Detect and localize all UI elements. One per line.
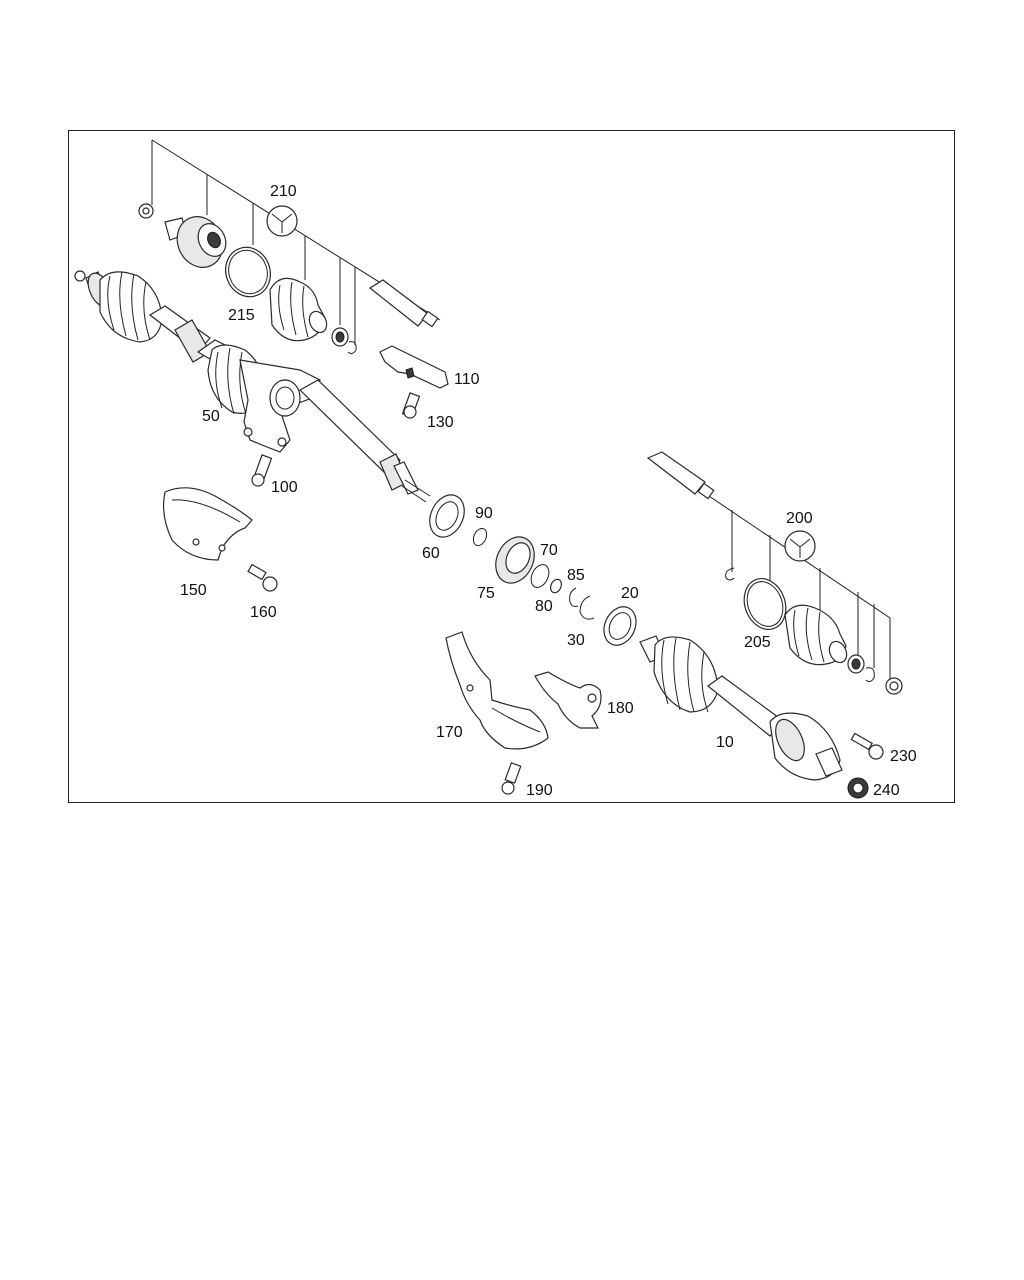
label-50: 50 bbox=[202, 408, 220, 425]
bolt-100 bbox=[251, 454, 273, 487]
clamp-ring-205 bbox=[743, 578, 787, 630]
label-70: 70 bbox=[540, 542, 558, 559]
bolt-130 bbox=[401, 392, 421, 419]
circlip-upper bbox=[347, 341, 357, 355]
label-240: 240 bbox=[873, 782, 900, 799]
ring-80 bbox=[549, 578, 563, 594]
label-75: 75 bbox=[477, 585, 495, 602]
label-30: 30 bbox=[567, 632, 585, 649]
seal-20 bbox=[603, 606, 637, 646]
boot-lower bbox=[784, 604, 848, 666]
grease-tube-upper bbox=[368, 279, 439, 328]
cv-joint-inner-upper bbox=[164, 216, 227, 268]
nut-small-upper bbox=[138, 203, 154, 219]
wrench-icon bbox=[784, 530, 816, 562]
label-90: 90 bbox=[475, 505, 493, 522]
label-200: 200 bbox=[786, 510, 813, 527]
circlip-lower-left bbox=[725, 567, 735, 581]
wrench-icon bbox=[266, 205, 298, 237]
diagram-frame bbox=[68, 130, 955, 803]
small-clamp-lower bbox=[847, 654, 865, 674]
circlip-lower bbox=[865, 667, 875, 683]
heat-shield-170 bbox=[445, 631, 549, 750]
label-210: 210 bbox=[270, 183, 297, 200]
bolt-190 bbox=[501, 762, 522, 795]
driveshaft-right bbox=[639, 635, 843, 781]
label-20: 20 bbox=[621, 585, 639, 602]
bolt-230 bbox=[850, 732, 884, 760]
ring-70 bbox=[530, 564, 550, 588]
circlip-30 bbox=[579, 595, 595, 620]
label-85: 85 bbox=[567, 567, 585, 584]
cover-110 bbox=[379, 345, 449, 389]
label-150: 150 bbox=[180, 582, 207, 599]
bracket-180 bbox=[534, 671, 602, 729]
boot-upper bbox=[269, 277, 328, 342]
circlip-85 bbox=[569, 587, 579, 607]
clamp-ring-215 bbox=[225, 246, 271, 298]
driveshaft-left bbox=[74, 270, 431, 503]
label-10: 10 bbox=[716, 734, 734, 751]
label-80: 80 bbox=[535, 598, 553, 615]
bolt-160 bbox=[247, 563, 278, 592]
label-180: 180 bbox=[607, 700, 634, 717]
label-100: 100 bbox=[271, 479, 298, 496]
bearing-75 bbox=[495, 536, 535, 584]
nut-240 bbox=[847, 777, 869, 799]
label-160: 160 bbox=[250, 604, 277, 621]
label-190: 190 bbox=[526, 782, 553, 799]
heat-shield-150 bbox=[162, 487, 253, 561]
nut-lower bbox=[885, 677, 903, 695]
seal-60 bbox=[429, 494, 465, 538]
grease-tube-lower bbox=[646, 451, 715, 500]
leader-kit-lower bbox=[699, 489, 891, 680]
circlip-90 bbox=[472, 527, 488, 547]
label-215: 215 bbox=[228, 307, 255, 324]
label-230: 230 bbox=[890, 748, 917, 765]
label-60: 60 bbox=[422, 545, 440, 562]
label-110: 110 bbox=[454, 371, 480, 388]
label-205: 205 bbox=[744, 634, 771, 651]
label-130: 130 bbox=[427, 414, 454, 431]
label-170: 170 bbox=[436, 724, 463, 741]
part-labels: 210 215 110 50 130 100 90 70 60 85 150 7… bbox=[180, 183, 917, 799]
small-clamp-upper bbox=[331, 327, 349, 347]
